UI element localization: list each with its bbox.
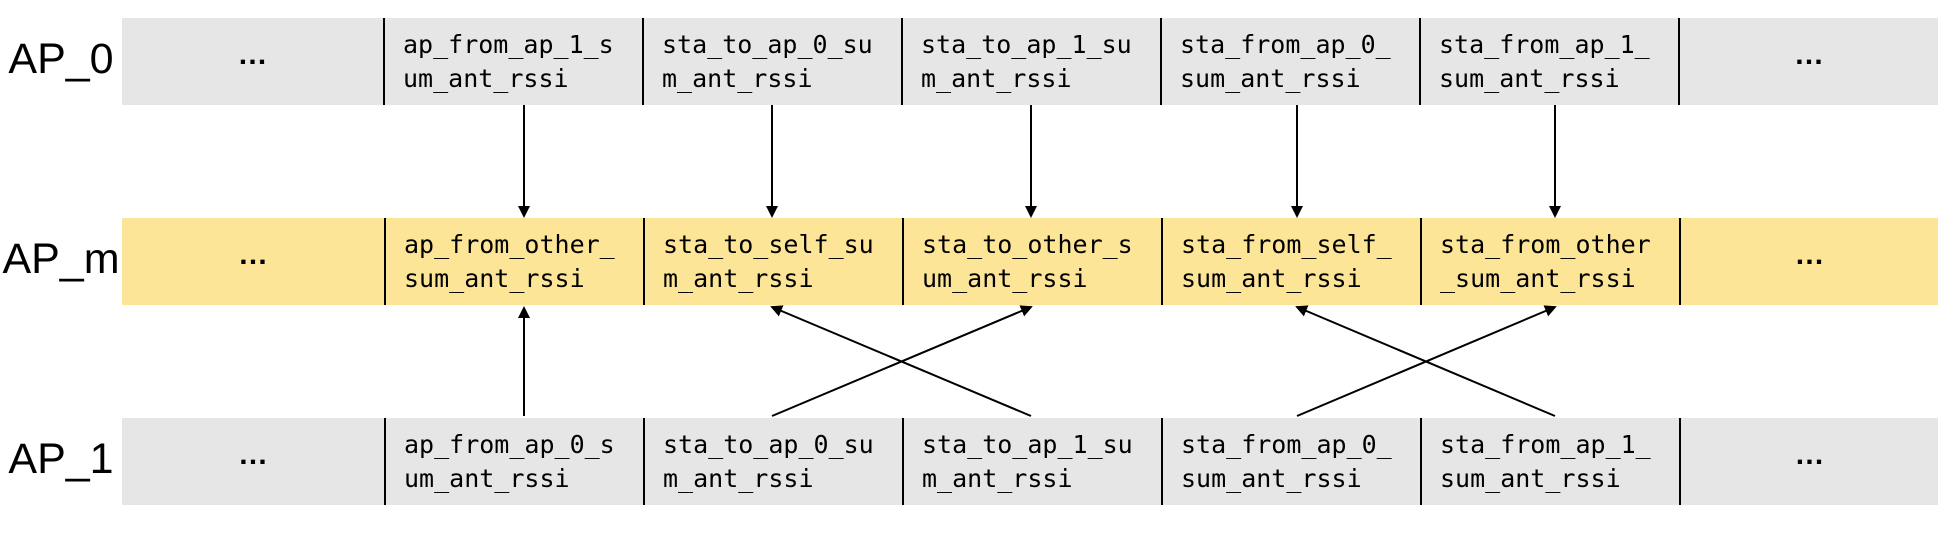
ellipsis-text: … xyxy=(1794,37,1824,71)
field-cell: sta_to_ap_1_su m_ant_rssi xyxy=(901,18,1160,105)
field-cell: sta_from_ap_1_ sum_ant_rssi xyxy=(1419,18,1680,105)
field-label: ap_from_ap_0_s um_ant_rssi xyxy=(404,429,615,493)
field-cell: ap_from_ap_1_s um_ant_rssi xyxy=(383,18,642,105)
field-label: sta_from_ap_1_ sum_ant_rssi xyxy=(1439,29,1650,93)
field-label: sta_to_self_su m_ant_rssi xyxy=(663,229,874,293)
field-label: sta_to_ap_1_su m_ant_rssi xyxy=(921,29,1132,93)
field-label: ap_from_other_ sum_ant_rssi xyxy=(404,229,615,293)
ellipsis-cell: … xyxy=(1680,18,1938,105)
field-cell: sta_from_self_ sum_ant_rssi xyxy=(1161,218,1420,305)
ap-0-row: … ap_from_ap_1_s um_ant_rssi sta_to_ap_0… xyxy=(122,18,1938,105)
ellipsis-text: … xyxy=(238,237,268,271)
field-label: sta_from_ap_1_ sum_ant_rssi xyxy=(1440,429,1651,493)
field-cell: sta_to_self_su m_ant_rssi xyxy=(643,218,902,305)
field-cell: sta_from_ap_0_ sum_ant_rssi xyxy=(1160,18,1419,105)
ellipsis-text: … xyxy=(1794,237,1825,271)
ellipsis-text: … xyxy=(1794,437,1825,471)
field-cell: ap_from_other_ sum_ant_rssi xyxy=(384,218,643,305)
field-label: sta_to_ap_0_su m_ant_rssi xyxy=(663,429,874,493)
row-label-ap-0: AP_0 xyxy=(8,35,114,83)
field-label: ap_from_ap_1_s um_ant_rssi xyxy=(403,29,614,93)
ellipsis-cell: … xyxy=(1681,418,1938,505)
field-cell: sta_from_other _sum_ant_rssi xyxy=(1420,218,1681,305)
field-label: sta_from_other _sum_ant_rssi xyxy=(1440,229,1651,293)
row-label-ap-m: AP_m xyxy=(2,235,120,283)
ellipsis-cell: … xyxy=(122,218,384,305)
field-label: sta_from_ap_0_ sum_ant_rssi xyxy=(1181,429,1392,493)
field-cell: sta_to_ap_0_su m_ant_rssi xyxy=(643,418,902,505)
arrow-ap1-sta-to-ap1-to-sta-to-self xyxy=(770,305,1032,417)
field-cell: sta_to_ap_1_su m_ant_rssi xyxy=(902,418,1161,505)
field-cell: sta_from_ap_0_ sum_ant_rssi xyxy=(1161,418,1420,505)
field-cell: sta_to_ap_0_su m_ant_rssi xyxy=(642,18,901,105)
row-label-ap-1: AP_1 xyxy=(8,435,114,483)
ap-1-row: … ap_from_ap_0_s um_ant_rssi sta_to_ap_0… xyxy=(122,418,1938,505)
field-label: sta_to_ap_0_su m_ant_rssi xyxy=(662,29,873,93)
ellipsis-cell: … xyxy=(122,418,384,505)
field-label: sta_from_ap_0_ sum_ant_rssi xyxy=(1180,29,1391,93)
ellipsis-cell: … xyxy=(1681,218,1938,305)
arrow-ap1-sta-from-ap1-to-sta-from-self xyxy=(1295,305,1556,417)
field-cell: sta_to_other_s um_ant_rssi xyxy=(902,218,1161,305)
ap-m-row: … ap_from_other_ sum_ant_rssi sta_to_sel… xyxy=(122,218,1938,305)
field-label: sta_to_other_s um_ant_rssi xyxy=(922,229,1133,293)
ellipsis-cell: … xyxy=(122,18,383,105)
field-cell: ap_from_ap_0_s um_ant_rssi xyxy=(384,418,643,505)
ellipsis-text: … xyxy=(237,37,268,71)
field-label: sta_from_self_ sum_ant_rssi xyxy=(1181,229,1392,293)
field-label: sta_to_ap_1_su m_ant_rssi xyxy=(922,429,1133,493)
ellipsis-text: … xyxy=(238,437,268,471)
field-cell: sta_from_ap_1_ sum_ant_rssi xyxy=(1420,418,1681,505)
